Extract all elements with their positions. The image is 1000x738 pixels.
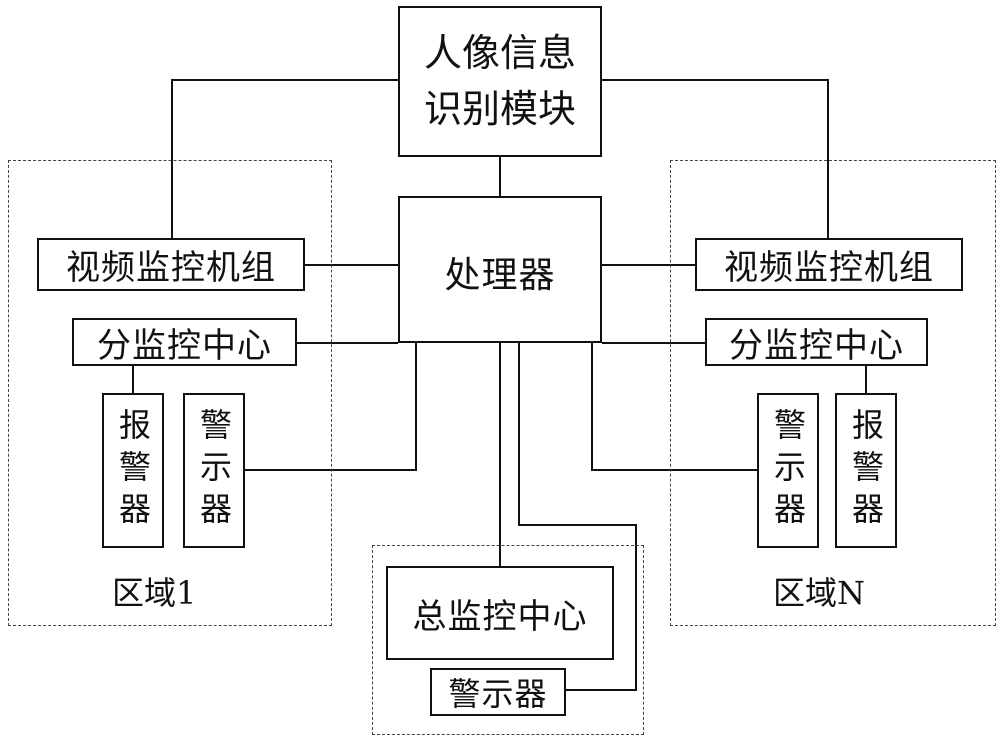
processor-label: 处理器 bbox=[444, 255, 556, 296]
right-indicator: 警示器 bbox=[757, 393, 819, 548]
left-alarm: 报警器 bbox=[102, 393, 164, 548]
central-monitoring-center: 总监控中心 bbox=[386, 566, 614, 660]
processor: 处理器 bbox=[398, 196, 602, 343]
right-video-group: 视频监控机组 bbox=[695, 238, 963, 291]
region-1-label: 区域1 bbox=[112, 574, 197, 612]
line-processor-central-indicator bbox=[518, 343, 637, 691]
central-region-boundary bbox=[372, 545, 644, 735]
recognition-module: 人像信息 识别模块 bbox=[398, 6, 602, 157]
line-module-left-video bbox=[171, 79, 398, 238]
line-module-right-video bbox=[602, 79, 829, 238]
central-indicator: 警示器 bbox=[430, 668, 566, 716]
left-indicator: 警示器 bbox=[183, 393, 245, 548]
right-alarm: 报警器 bbox=[835, 393, 897, 548]
line-processor-right-indicator bbox=[591, 343, 757, 471]
left-video-group: 视频监控机组 bbox=[37, 238, 305, 291]
left-sub-center: 分监控中心 bbox=[72, 318, 297, 366]
region-n-boundary bbox=[670, 160, 996, 626]
region-n-label: 区域N bbox=[773, 574, 866, 612]
right-sub-center: 分监控中心 bbox=[705, 318, 928, 366]
region-1-boundary bbox=[8, 160, 332, 626]
line-processor-left-indicator bbox=[245, 343, 417, 471]
